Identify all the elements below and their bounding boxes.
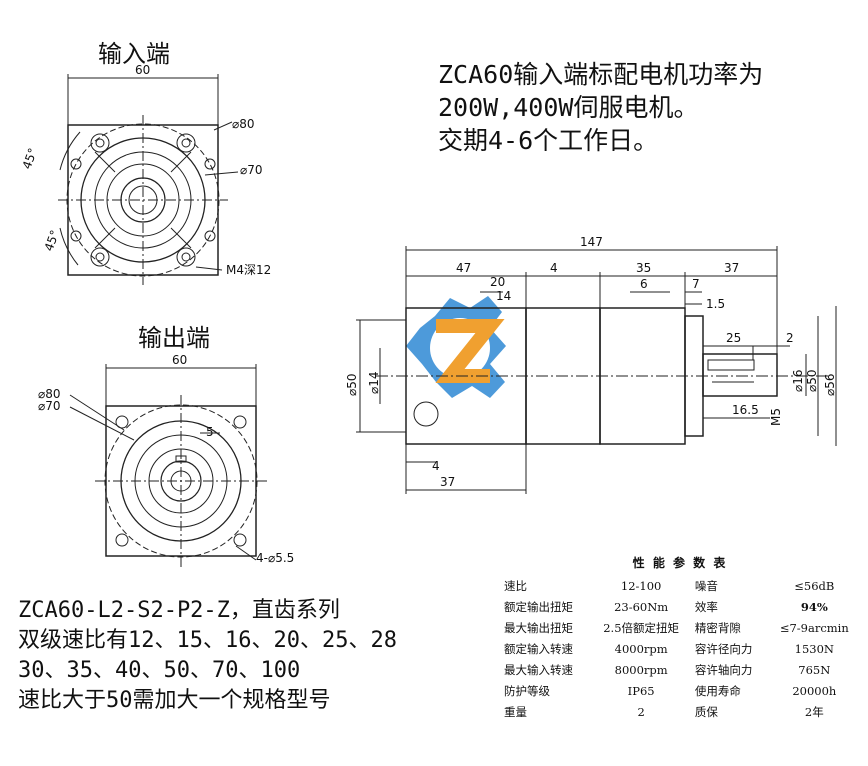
spec-row: 最大输入转速 8000rpm 容许轴向力 765N xyxy=(500,659,860,680)
spec-row: 额定输出扭矩 23-60Nm 效率 94% xyxy=(500,596,860,617)
output-dim-holes: 4-⌀5.5 xyxy=(256,551,294,565)
side-dim-phi56: ⌀56 xyxy=(823,374,837,397)
spec-value: IP65 xyxy=(627,683,655,698)
spec-row: 额定输入转速 4000rpm 容许径向力 1530N xyxy=(500,638,860,659)
note-top-line: ZCA60输入端标配电机功率为 xyxy=(438,60,764,89)
output-dim-width: 60 xyxy=(172,353,187,367)
side-dim-20: 20 xyxy=(490,275,505,289)
side-dim-phi14: ⌀14 xyxy=(367,372,381,395)
spec-row: 最大输出扭矩 2.5倍额定扭矩 精密背隙 ≤7-9arcmin xyxy=(500,617,860,638)
note-top: ZCA60输入端标配电机功率为 200W,400W伺服电机。 交期4-6个工作日… xyxy=(438,58,763,157)
side-dim-phi50-right: ⌀50 xyxy=(805,370,819,393)
input-dim-angle1: 45° xyxy=(20,146,40,171)
spec-value: 1530N xyxy=(794,641,834,656)
side-view-drawing: 147 47 20 14 4 35 6 37 7 1.5 25 2 ⌀50 ⌀1… xyxy=(345,236,837,494)
side-dim-phi50-left: ⌀50 xyxy=(345,374,359,397)
spec-label: 最大输出扭矩 xyxy=(504,620,573,635)
spec-label: 额定输入转速 xyxy=(504,641,573,656)
spec-value: 8000rpm xyxy=(614,662,668,677)
spec-value: 94% xyxy=(800,599,828,614)
spec-label: 使用寿命 xyxy=(694,683,741,698)
spec-value: 2.5倍额定扭矩 xyxy=(603,620,680,635)
side-dim-2: 2 xyxy=(786,331,794,345)
side-dim-1-5: 1.5 xyxy=(706,297,725,311)
spec-label: 效率 xyxy=(694,599,718,614)
side-dim-37: 37 xyxy=(724,261,739,275)
spec-table-caption: 性 能 参 数 表 xyxy=(632,556,728,570)
spec-value: ≤7-9arcmin xyxy=(779,620,849,635)
side-dim-25: 25 xyxy=(726,331,741,345)
spec-value: 23-60Nm xyxy=(614,599,669,614)
input-end-drawing: 60 ⌀80 ⌀70 45° 45° M4深12 xyxy=(20,63,271,285)
input-dim-width: 60 xyxy=(135,63,150,77)
note-top-line: 交期4-6个工作日。 xyxy=(438,126,659,155)
spec-label: 质保 xyxy=(694,704,718,719)
side-dim-6: 6 xyxy=(640,277,648,291)
spec-label: 精密背隙 xyxy=(694,620,741,635)
output-dim-key: 5 xyxy=(206,425,214,439)
spec-row: 防护等级 IP65 使用寿命 20000h xyxy=(500,680,860,701)
company-logo xyxy=(406,296,506,398)
spec-value: ≤56dB xyxy=(794,578,835,593)
side-dim-total: 147 xyxy=(580,236,603,249)
spec-value: 2年 xyxy=(804,704,824,719)
spec-value: 4000rpm xyxy=(614,641,668,656)
spec-table: 性 能 参 数 表 速比 12-100 噪音 ≤56dB 额定输出扭矩 23-6… xyxy=(500,554,860,722)
output-dim-d80: ⌀80 xyxy=(38,387,61,401)
spec-value: 12-100 xyxy=(620,578,662,593)
side-dim-phi16: ⌀16 xyxy=(791,370,805,393)
spec-label: 容许轴向力 xyxy=(694,662,753,677)
side-dim-28: 4 xyxy=(550,261,558,275)
side-dim-37-bottom: 37 xyxy=(440,475,455,489)
side-dim-14: 14 xyxy=(496,289,511,303)
note-bottom: ZCA60-L2-S2-P2-Z，直齿系列 双级速比有12、15、16、20、2… xyxy=(18,596,397,716)
note-bottom-line: ZCA60-L2-S2-P2-Z，直齿系列 xyxy=(18,598,340,623)
spec-row: 重量 2 质保 2年 xyxy=(500,701,860,722)
spec-label: 容许径向力 xyxy=(694,641,753,656)
input-dim-thread: M4深12 xyxy=(226,263,271,277)
output-end-drawing: 60 ⌀80 ⌀70 5 4-⌀5.5 xyxy=(38,353,294,567)
spec-label: 最大输入转速 xyxy=(504,662,573,677)
spec-label: 重量 xyxy=(504,704,527,719)
spec-value: 2 xyxy=(637,704,645,719)
input-dim-d80: ⌀80 xyxy=(232,117,255,131)
spec-value: 20000h xyxy=(792,683,837,698)
side-dim-35: 35 xyxy=(636,261,651,275)
spec-label: 噪音 xyxy=(694,578,718,593)
note-top-line: 200W,400W伺服电机。 xyxy=(438,93,699,122)
spec-label: 速比 xyxy=(504,578,527,593)
side-dim-m5: M5 xyxy=(769,408,783,426)
input-view-title: 输入端 xyxy=(98,40,170,68)
note-bottom-line: 速比大于50需加大一个规格型号 xyxy=(18,688,331,713)
input-dim-angle2: 45° xyxy=(42,228,62,253)
spec-label: 防护等级 xyxy=(504,683,550,698)
side-dim-4: 4 xyxy=(432,459,440,473)
side-dim-16-5: 16.5 xyxy=(732,403,759,417)
output-dim-d70: ⌀70 xyxy=(38,399,61,413)
spec-value: 765N xyxy=(798,662,831,677)
note-bottom-line: 30、35、40、50、70、100 xyxy=(18,658,301,683)
side-dim-47: 47 xyxy=(456,261,471,275)
side-dim-7: 7 xyxy=(692,277,700,291)
input-dim-d70: ⌀70 xyxy=(240,163,263,177)
note-bottom-line: 双级速比有12、15、16、20、25、28 xyxy=(18,628,397,653)
spec-label: 额定输出扭矩 xyxy=(504,599,573,614)
spec-row: 速比 12-100 噪音 ≤56dB xyxy=(500,575,860,596)
output-view-title: 输出端 xyxy=(138,324,210,352)
